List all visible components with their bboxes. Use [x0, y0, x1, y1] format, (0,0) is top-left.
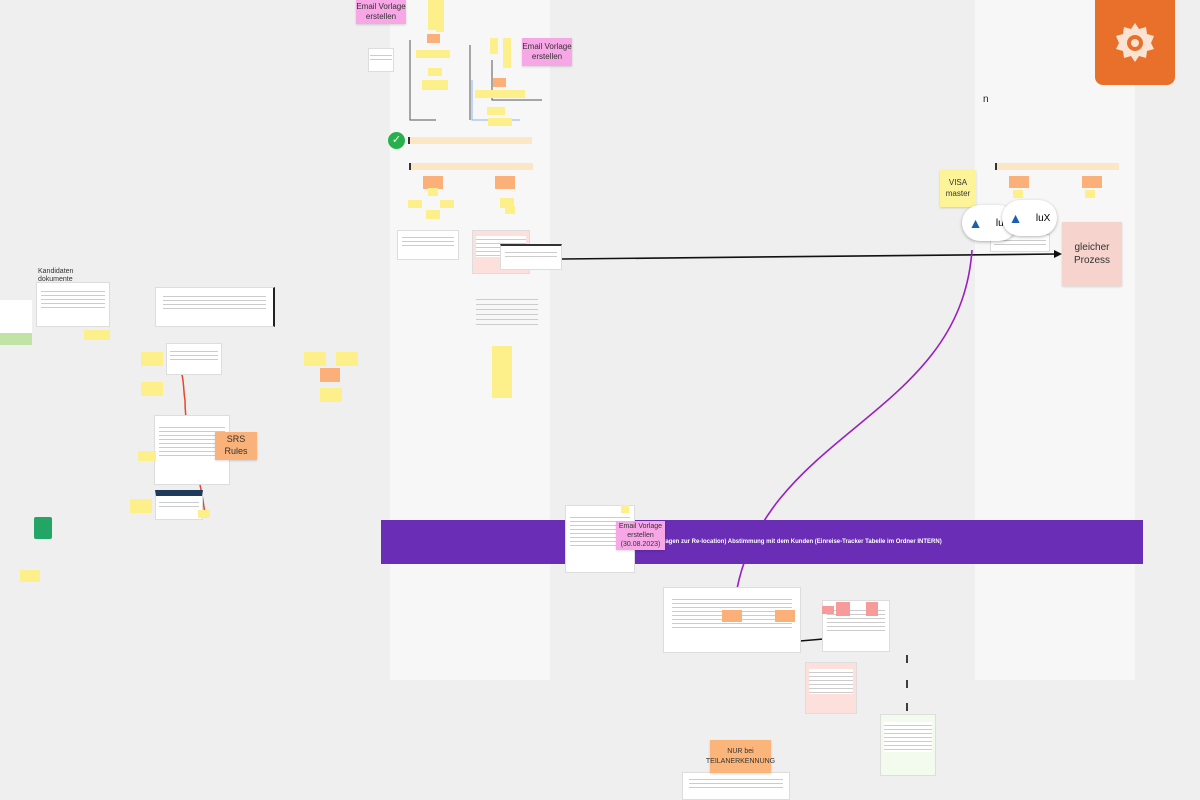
check-icon: ✓ [388, 132, 405, 149]
yellow-sticky[interactable] [440, 200, 454, 208]
logo-lux: luX [1035, 212, 1051, 224]
orange-sticky[interactable] [320, 368, 340, 382]
sticky-email-vorlage[interactable]: Email Vorlage erstellen [522, 38, 572, 66]
yellow-sticky[interactable] [426, 210, 440, 219]
banner-text: ragen zur Re-location) Abstimmung mit de… [663, 539, 942, 545]
yellow-sticky[interactable] [141, 352, 163, 366]
tree-lines [409, 40, 542, 121]
yellow-sticky[interactable] [500, 198, 514, 208]
yellow-sticky[interactable] [304, 352, 326, 366]
table-thumb[interactable] [500, 244, 562, 270]
sheet-thumb[interactable] [880, 714, 936, 776]
yellow-sticky[interactable] [422, 80, 448, 90]
orange-sticky[interactable] [493, 78, 506, 87]
orange-sticky[interactable] [775, 610, 795, 622]
triangle-logo-icon: ▲ [968, 215, 983, 231]
sticky-email-vorlage[interactable]: Email Vorlage erstellen [356, 0, 406, 24]
gear-icon [1116, 22, 1154, 62]
section-bar[interactable] [408, 137, 532, 144]
arrow-to-gleicher-prozess [561, 253, 1059, 260]
yellow-sticky[interactable] [1013, 190, 1023, 198]
orange-sticky[interactable] [423, 176, 443, 189]
yellow-sticky[interactable] [1085, 190, 1095, 198]
sticky-visa-master[interactable]: VISA master [940, 170, 976, 207]
table-thumb[interactable] [682, 772, 790, 800]
sticky-email-vorlage-date[interactable]: Email Vorlage erstellen (30.08.2023) [616, 521, 665, 550]
yellow-sticky[interactable] [416, 50, 450, 58]
sticky-nur-teilanerkennung[interactable]: NUR bei TEILANERKENNUNG [706, 740, 775, 773]
doc-thumb[interactable] [166, 343, 222, 375]
yellow-sticky[interactable] [488, 118, 512, 126]
yellow-sticky[interactable] [487, 107, 505, 115]
section-bar[interactable] [409, 163, 533, 170]
orange-sticky[interactable] [495, 176, 515, 189]
yellow-sticky[interactable] [20, 570, 40, 582]
frame-right[interactable] [975, 0, 1135, 680]
yellow-sticky[interactable] [428, 188, 438, 196]
orange-sticky[interactable] [722, 610, 742, 622]
yellow-sticky[interactable] [621, 505, 629, 513]
triangle-logo-icon: ▲ [1008, 210, 1023, 226]
app-gear-button[interactable] [1095, 0, 1175, 85]
sticky-gleicher-prozess[interactable]: gleicher Prozess [1062, 222, 1122, 286]
logo-badge[interactable]: ▲ luX [1002, 200, 1057, 236]
doc-thumb[interactable] [565, 505, 635, 573]
sheets-icon [34, 517, 52, 539]
yellow-sticky[interactable] [84, 330, 110, 340]
yellow-sticky[interactable] [428, 0, 436, 30]
yellow-sticky[interactable] [436, 0, 444, 32]
left-green [0, 333, 32, 345]
doc-thumb[interactable] [805, 662, 857, 714]
table-thumb[interactable] [397, 230, 459, 260]
yellow-sticky[interactable] [141, 382, 163, 396]
yellow-sticky[interactable] [336, 352, 358, 366]
notes-text [476, 295, 538, 329]
yellow-sticky[interactable] [130, 499, 152, 513]
process-banner[interactable]: ragen zur Re-location) Abstimmung mit de… [381, 520, 1143, 564]
frame-label: n [983, 94, 989, 105]
orange-sticky[interactable] [1082, 176, 1102, 188]
yellow-sticky[interactable] [138, 451, 156, 461]
yellow-sticky[interactable] [492, 346, 512, 398]
yellow-sticky[interactable] [320, 388, 342, 402]
yellow-sticky[interactable] [428, 68, 442, 76]
doc-thumb[interactable] [155, 490, 203, 520]
yellow-sticky[interactable] [505, 206, 515, 214]
sticky-srs-rules[interactable]: SRS Rules [215, 432, 257, 460]
yellow-sticky[interactable] [503, 38, 511, 68]
table-kandidaten[interactable] [36, 282, 110, 327]
doc-thumb[interactable] [368, 48, 394, 72]
yellow-sticky[interactable] [198, 510, 210, 518]
orange-sticky[interactable] [427, 34, 440, 43]
yellow-sticky[interactable] [475, 90, 525, 98]
yellow-sticky[interactable] [490, 38, 498, 54]
arrow-head [1054, 250, 1062, 258]
yellow-sticky[interactable] [408, 200, 422, 208]
section-bar[interactable] [995, 163, 1119, 170]
label-kandidaten: Kandidaten dokumente [38, 268, 74, 284]
orange-sticky[interactable] [1009, 176, 1029, 188]
sheet-thumb[interactable] [155, 287, 275, 327]
